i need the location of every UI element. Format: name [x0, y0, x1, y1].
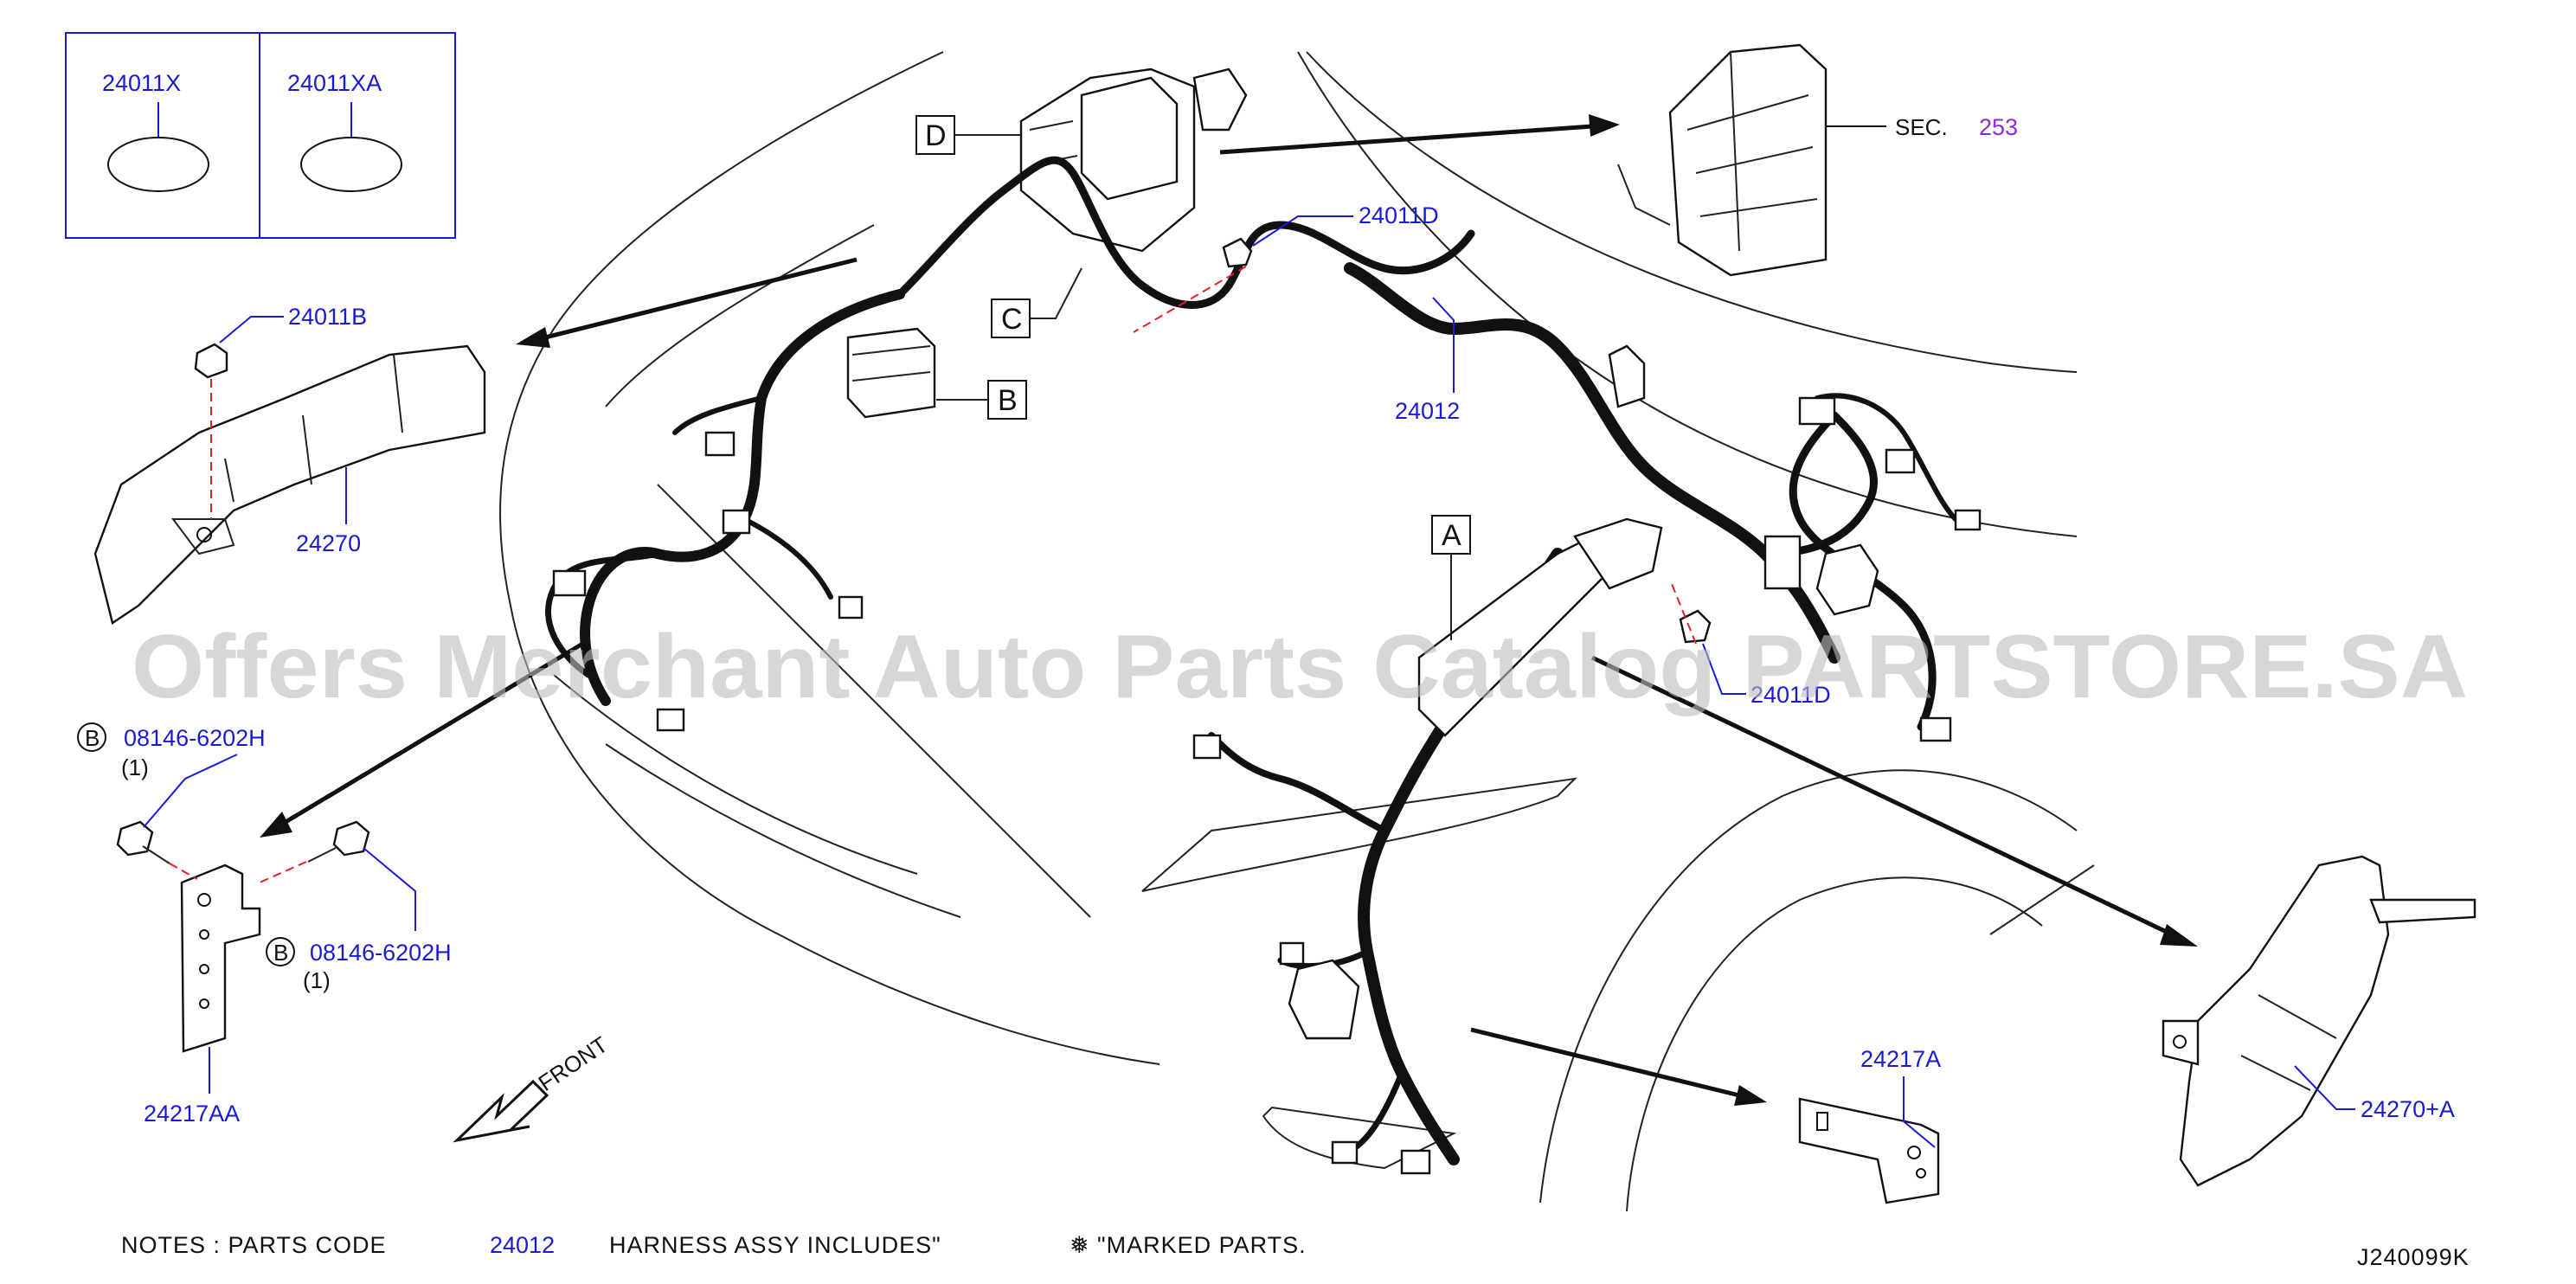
watermark: Offers Merchant Auto Parts Catalog PARTS…: [132, 617, 2468, 717]
bracket-24217a: [1798, 1097, 1940, 1204]
sec-prefix: SEC.: [1895, 114, 1948, 140]
vehicle-body-outline: [499, 51, 2095, 1212]
assembly-arrows: [260, 114, 2198, 1106]
diagram-id: J240099K: [2357, 1244, 2470, 1270]
ref-box-b: [987, 380, 1027, 420]
legend-variant-left: 24011X: [102, 70, 181, 96]
ref-box-b-letter: B: [998, 384, 1018, 417]
control-module-sec-253: [1617, 43, 1828, 277]
label-bolt-lower-qty: (1): [303, 967, 331, 993]
right-connector-cluster: [1608, 344, 1879, 616]
front-direction-arrow-icon: [453, 1079, 549, 1143]
label-24011b: 24011B: [288, 304, 367, 330]
notes-prefix: NOTES : PARTS CODE: [121, 1232, 387, 1258]
ref-box-a: [1431, 515, 1471, 555]
ref-box-c-letter: C: [1001, 303, 1023, 336]
variant-legend: 24011X 24011XA: [65, 32, 456, 239]
bolt-lower-ref-letter: B: [273, 940, 288, 966]
notes-marked-symbol: ❅: [1070, 1232, 1090, 1258]
label-24012: 24012: [1395, 398, 1460, 424]
notes-suffix: HARNESS ASSY INCLUDES": [609, 1232, 941, 1258]
ref-box-d-letter: D: [925, 119, 947, 152]
bolt-upper-ref-letter: B: [85, 725, 100, 751]
duct-24270: [93, 344, 486, 625]
sec-number-link[interactable]: 253: [1979, 114, 2018, 140]
ref-box-c: [991, 299, 1031, 338]
bolt-lower: [307, 820, 370, 863]
label-24217a: 24217A: [1860, 1046, 1941, 1072]
notes-marked: "MARKED PARTS.: [1097, 1232, 1307, 1258]
label-bolt-upper-qty: (1): [121, 754, 149, 780]
duct-24270a: [2162, 855, 2476, 1187]
label-24217aa: 24217AA: [144, 1101, 240, 1127]
bracket-24217aa: [180, 863, 261, 1053]
lower-harness-support: [1288, 517, 1663, 1040]
relay-box-b: [846, 327, 936, 419]
label-24270: 24270: [296, 530, 361, 556]
label-bolt-lower: 08146-6202H: [310, 940, 452, 966]
label-24011d-top: 24011D: [1359, 202, 1439, 228]
clip-24011d-top: [1222, 237, 1253, 268]
bolt-upper: [116, 820, 170, 864]
fuse-block-assembly: [1019, 67, 1248, 253]
front-label: FRONT: [534, 1031, 613, 1096]
ref-box-a-letter: A: [1442, 519, 1461, 552]
harness-connectors: [552, 396, 1982, 1175]
legend-variant-right: 24011XA: [287, 70, 382, 96]
clip-24011b: [194, 343, 228, 379]
label-24011d-mid: 24011D: [1751, 682, 1831, 708]
notes-code: 24012: [490, 1232, 555, 1258]
label-24270a: 24270+A: [2361, 1096, 2455, 1122]
clip-24011d-mid: [1679, 609, 1712, 644]
label-bolt-upper: 08146-6202H: [124, 725, 266, 751]
